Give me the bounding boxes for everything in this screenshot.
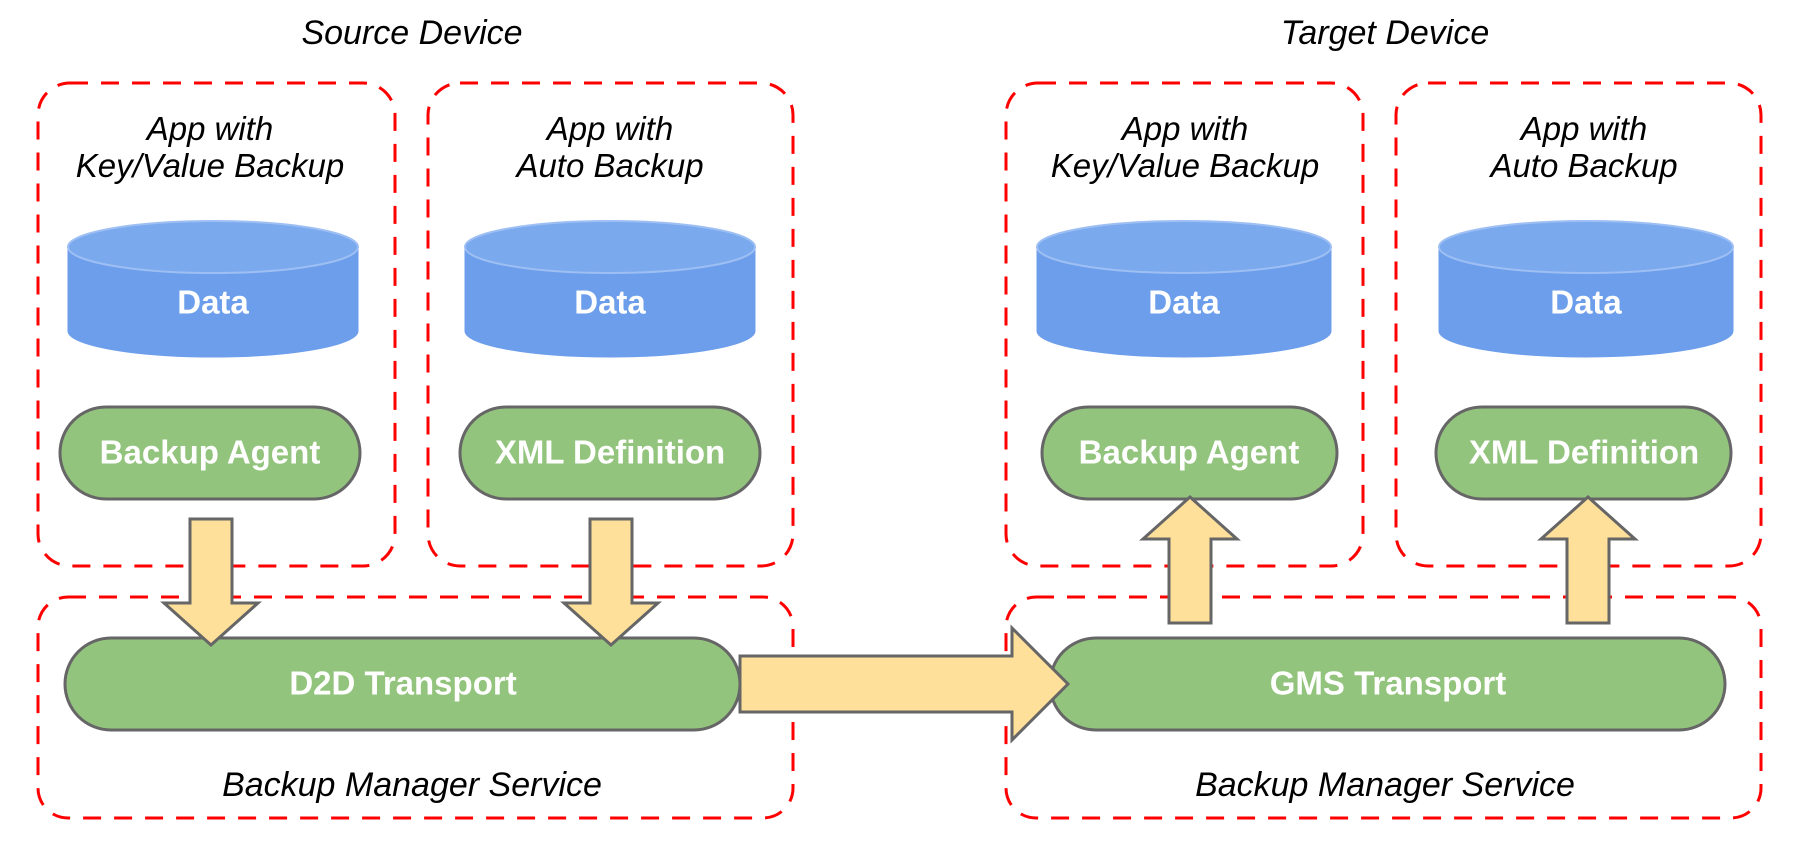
source-app-kv-component: Backup Agent [58,405,362,501]
target-bms-label: Backup Manager Service [1195,766,1575,804]
source-app-auto-component: XML Definition [458,405,762,501]
source-backup-agent-label: Backup Agent [100,434,321,471]
target-app-kv-dashed-border [1004,81,1365,568]
flow-source-auto-down-arrow-icon [560,517,662,648]
flow-target-auto-up-arrow-icon [1537,494,1639,625]
source-device-title: Source Device [301,14,522,52]
target-app-autobackup-container: App with Auto Backup Data XML Definition [1394,81,1763,568]
flow-target-kv-up-arrow-icon [1139,494,1241,625]
cylinder-body [1036,246,1332,358]
target-app-kv-title-line2: Key/Value Backup [1051,147,1319,184]
target-app-kv-title-line1: App with [1120,110,1249,147]
source-app-auto-title-line2: Auto Backup [514,147,703,184]
target-app-auto-title-line2: Auto Backup [1488,147,1677,184]
source-app-auto-data-label: Data [574,284,646,321]
target-xml-definition-label: XML Definition [1469,434,1699,471]
target-device-title: Target Device [1281,14,1490,52]
cylinder-top [1438,220,1734,274]
source-device-group: Source Device Backup Manager Service App… [36,14,795,820]
source-xml-definition-shape [458,405,762,501]
source-app-keyvalue-container: App with Key/Value Backup Data Backup Ag… [36,81,397,568]
target-app-kv-data-label: Data [1148,284,1220,321]
source-app-kv-title-line1: App with [145,110,274,147]
cylinder-top [1036,220,1332,274]
target-app-kv-component: Backup Agent [1040,405,1339,501]
target-gms-transport: GMS Transport [1048,636,1727,732]
source-xml-definition-label: XML Definition [495,434,725,471]
target-app-auto-data-cylinder: Data [1438,220,1734,358]
source-app-kv-dashed-border [36,81,397,568]
d2d-transport-label: D2D Transport [289,665,516,702]
source-backup-agent-shape [58,405,362,501]
cylinder-body [464,246,756,358]
cylinder-top [67,220,359,274]
source-app-auto-data-cylinder: Data [464,220,756,358]
target-backup-agent-label: Backup Agent [1079,434,1300,471]
target-app-auto-component: XML Definition [1434,405,1733,501]
target-xml-definition-shape [1434,405,1733,501]
cylinder-body [67,246,359,358]
source-app-kv-data-cylinder: Data [67,220,359,358]
flow-transport-across-arrow-icon [738,624,1071,744]
source-d2d-transport: D2D Transport [63,636,742,732]
target-backup-manager-service-container: Backup Manager Service [1004,595,1763,820]
cylinder-body [1438,246,1734,358]
source-app-autobackup-container: App with Auto Backup Data XML Definition [426,81,795,568]
source-bms-label: Backup Manager Service [222,766,602,804]
source-app-auto-title-line1: App with [545,110,674,147]
target-app-kv-data-cylinder: Data [1036,220,1332,358]
target-app-keyvalue-container: App with Key/Value Backup Data Backup Ag… [1004,81,1365,568]
target-app-auto-title-line1: App with [1519,110,1648,147]
flow-source-kv-down-arrow-icon [160,517,262,648]
target-device-group: Target Device Backup Manager Service App… [1004,14,1763,820]
gms-transport-label: GMS Transport [1270,665,1507,702]
cylinder-top [464,220,756,274]
source-app-kv-title-line2: Key/Value Backup [76,147,344,184]
source-app-kv-data-label: Data [177,284,249,321]
target-app-auto-data-label: Data [1550,284,1622,321]
